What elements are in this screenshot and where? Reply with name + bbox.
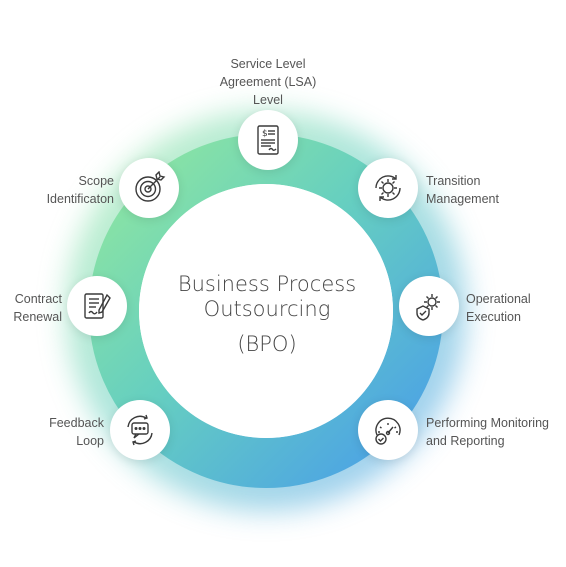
step-label-scope-identification: Scope Identificaton: [46, 174, 114, 206]
step-label-contract-renewal: Contract Renewal: [13, 292, 62, 324]
gears-shield-icon: [416, 294, 440, 321]
step-node-service-level-agreement[interactable]: $: [238, 110, 298, 170]
step-node-operational-execution[interactable]: [399, 276, 459, 336]
step-label-performing-monitoring: Performing Monitoring and Reporting: [426, 416, 549, 448]
chat-cycle-icon: [127, 414, 153, 446]
center-title-line1: Business Process: [177, 272, 357, 296]
svg-text:$: $: [262, 129, 268, 139]
contract-pen-icon: [84, 293, 111, 319]
gear-cycle-icon: [375, 175, 401, 201]
step-node-contract-renewal[interactable]: [67, 276, 127, 336]
step-node-feedback-loop[interactable]: [110, 400, 170, 460]
gauge-check-icon: [375, 417, 401, 445]
center-acronym: (BPO): [237, 332, 297, 356]
step-label-operational-execution: Operational Execution: [466, 292, 531, 324]
center-title: Business Process Outsourcing: [162, 272, 372, 322]
center-title-line2: Outsourcing: [203, 297, 331, 321]
step-node-transition-management[interactable]: [358, 158, 418, 218]
target-arrow-icon: [135, 171, 166, 202]
step-node-performing-monitoring[interactable]: [358, 400, 418, 460]
step-label-feedback-loop: Feedback Loop: [49, 416, 104, 448]
step-node-scope-identification[interactable]: [119, 158, 179, 218]
step-label-service-level-agreement: Service Level Agreement (LSA) Level: [219, 57, 317, 107]
step-label-transition-management: Transition Management: [426, 174, 499, 206]
center-disc: [139, 184, 393, 438]
document-dollar-icon: $: [257, 125, 279, 155]
